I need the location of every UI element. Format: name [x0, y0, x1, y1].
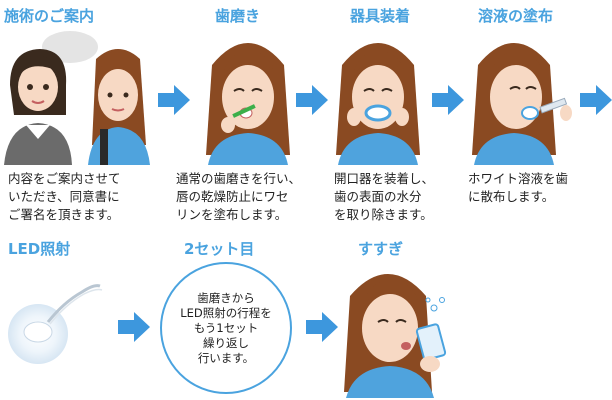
led-device-illustration [8, 284, 103, 364]
rinse-illustration [344, 274, 447, 398]
device-illustration [336, 43, 420, 165]
step-title-rinse: すすぎ [358, 240, 404, 258]
brushing-illustration [206, 43, 290, 165]
step-title-guidance: 施術のご案内 [4, 7, 95, 25]
second-set-circle: 歯磨きから LED照射の行程を もう1セット 繰り返し 行います。 [160, 262, 292, 394]
step-title-second-set: 2セット目 [184, 240, 255, 258]
arrow-right-icon [580, 85, 612, 115]
step-desc-solution: ホワイト溶液を歯 に散布します。 [468, 171, 569, 204]
step-desc-second-set: 歯磨きから LED照射の行程を もう1セット 繰り返し 行います。 [180, 290, 272, 365]
arrow-right-icon [118, 312, 150, 342]
arrow-right-icon [306, 312, 338, 342]
consultation-illustration [4, 31, 150, 165]
step-desc-guidance: 内容をご案内させて いただき、同意書に ご署名を頂きます。 [8, 171, 121, 222]
arrow-right-icon [432, 85, 464, 115]
arrow-right-icon [158, 85, 190, 115]
step-title-solution: 溶液の塗布 [478, 7, 554, 25]
step-title-brushing: 歯磨き [215, 7, 261, 25]
step-title-device: 器具装着 [350, 7, 411, 25]
arrow-right-icon [296, 85, 328, 115]
step-title-led: LED照射 [8, 240, 71, 258]
step-desc-brushing: 通常の歯磨きを行い、 唇の乾燥防止にワセ リンを塗布します。 [176, 171, 302, 222]
step-desc-device: 開口器を装着し、 歯の表面の水分 を取り除きます。 [334, 171, 435, 222]
solution-illustration [472, 43, 572, 165]
